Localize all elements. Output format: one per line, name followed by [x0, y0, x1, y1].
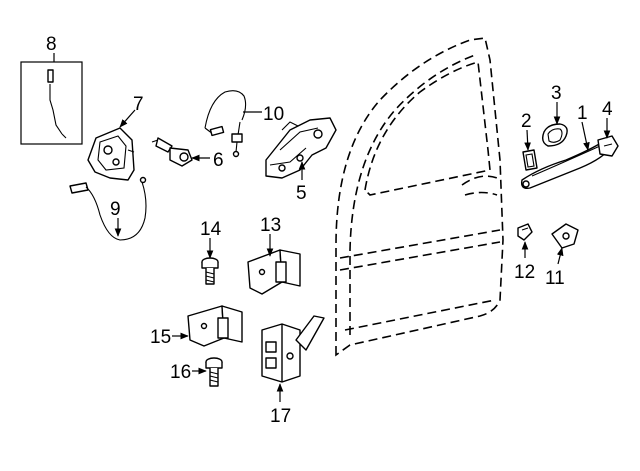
- callout-15: 15: [150, 327, 171, 348]
- part-10-cable: [204, 90, 247, 158]
- leader-2: [524, 129, 531, 151]
- callout-4: 4: [602, 99, 613, 120]
- callout-6: 6: [213, 150, 224, 171]
- callout-17: 17: [270, 406, 291, 427]
- part-14-bolt: [201, 257, 219, 285]
- callout-9: 9: [110, 199, 121, 220]
- callout-13: 13: [260, 215, 281, 236]
- leader-11: [556, 247, 564, 265]
- callout-2: 2: [521, 111, 532, 132]
- leader-lines: [53, 53, 611, 402]
- callout-10: 10: [263, 104, 284, 125]
- callout-16: 16: [170, 362, 191, 383]
- part-3-cover: [541, 123, 568, 147]
- part-13-upper-hinge: [247, 249, 301, 295]
- callout-12: 12: [514, 262, 535, 283]
- part-15-lower-hinge: [187, 305, 243, 347]
- callout-11: 11: [545, 268, 565, 289]
- part-5-lock-assembly: [265, 117, 337, 179]
- door-shell: [335, 37, 504, 357]
- part-17-door-check: [261, 315, 325, 383]
- callout-5: 5: [296, 183, 307, 204]
- part-6-lock-cylinder: [151, 137, 193, 167]
- callout-8: 8: [46, 34, 57, 55]
- part-2-gasket: [522, 149, 538, 171]
- part-16-bolt: [205, 357, 223, 387]
- leader-1: [581, 121, 590, 151]
- leader-7: [119, 109, 136, 128]
- callout-14: 14: [200, 219, 222, 240]
- callout-7: 7: [133, 94, 144, 115]
- part-8-rod: [20, 61, 83, 145]
- part-4-end-cap: [597, 135, 619, 157]
- callout-labels: 8 7 10 6 5 9 14 13 15 16 17 2 3 1 4 12 1…: [46, 34, 613, 427]
- part-9-cable: [69, 176, 147, 241]
- part-11-bracket: [551, 223, 579, 249]
- part-7-latch: [87, 127, 135, 181]
- callout-1: 1: [577, 103, 588, 124]
- callout-3: 3: [551, 83, 562, 104]
- part-12-nut: [517, 223, 533, 241]
